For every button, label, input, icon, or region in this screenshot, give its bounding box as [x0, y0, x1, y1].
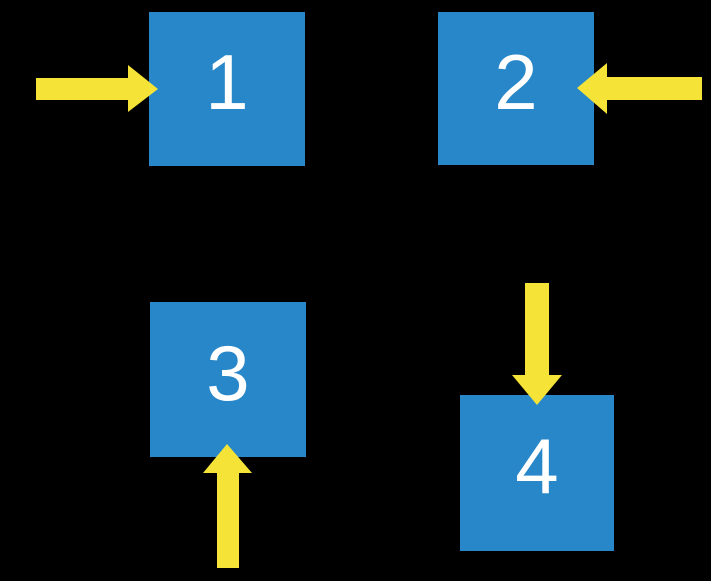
arrow-right-icon	[36, 65, 158, 112]
arrow-down-icon	[512, 283, 562, 405]
square-3: 3	[150, 302, 306, 457]
square-2-label: 2	[494, 37, 538, 126]
square-4-label: 4	[515, 422, 559, 510]
square-3-label: 3	[206, 328, 250, 417]
square-1: 1	[149, 12, 305, 166]
arrow-left-icon	[577, 63, 702, 114]
arrow-up-icon	[203, 444, 252, 568]
square-1-label: 1	[205, 38, 249, 126]
square-2: 2	[438, 12, 594, 165]
square-4: 4	[460, 395, 614, 551]
